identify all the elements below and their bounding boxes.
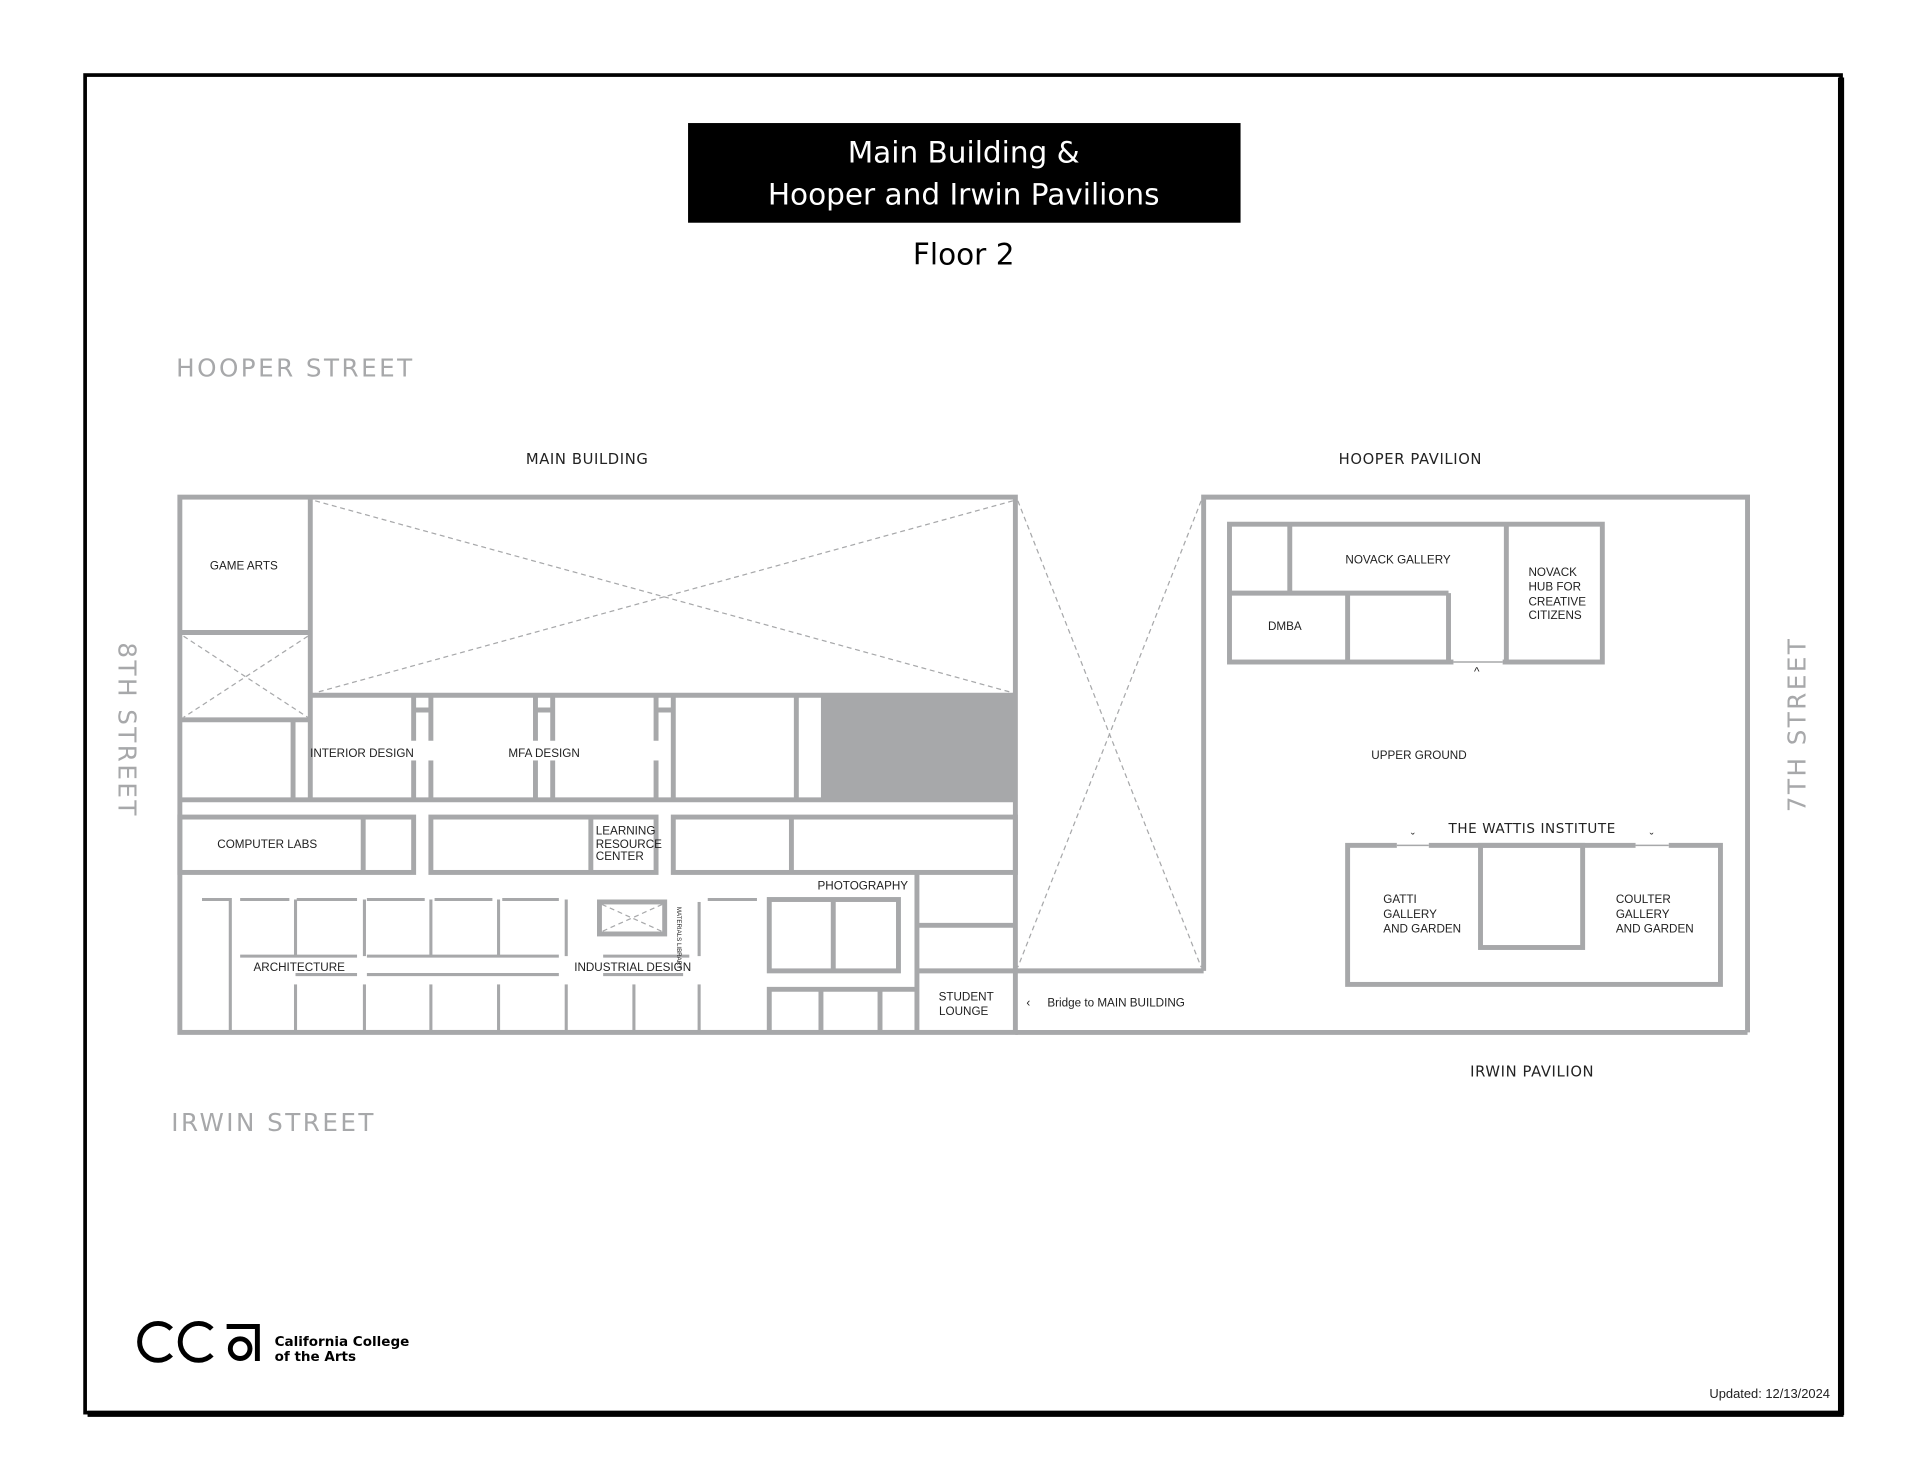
- street-irwin: IRWIN STREET: [171, 1108, 376, 1137]
- room-computer-labs[interactable]: COMPUTER LABS: [217, 838, 317, 851]
- floor-label: Floor 2: [913, 238, 1015, 272]
- room-novack-hub-3[interactable]: CREATIVE: [1528, 595, 1586, 608]
- street-hooper: HOOPER STREET: [176, 354, 414, 383]
- door-arrow-icon: ˇ: [1411, 832, 1415, 845]
- room-upper-ground[interactable]: UPPER GROUND: [1371, 749, 1466, 762]
- bridge-link[interactable]: Bridge to MAIN BUILDING: [1047, 997, 1185, 1010]
- room-lrc-3[interactable]: CENTER: [596, 850, 644, 863]
- building-main: MAIN BUILDING: [526, 451, 649, 468]
- room-mfa-design[interactable]: MFA DESIGN: [508, 747, 579, 760]
- room-lrc-2[interactable]: RESOURCE: [596, 838, 662, 851]
- cca-logo: California College of the Arts: [137, 1320, 410, 1365]
- main-building-plan: [177, 494, 1748, 1035]
- room-dmba[interactable]: DMBA: [1268, 620, 1302, 633]
- hooper-pavilion-plan: [1201, 494, 1750, 1033]
- room-student-lounge-1[interactable]: STUDENT: [939, 990, 994, 1003]
- room-interior-design[interactable]: INTERIOR DESIGN: [310, 747, 414, 760]
- room-industrial-design[interactable]: INDUSTRIAL DESIGN: [574, 961, 691, 974]
- title-line-1: Main Building &: [848, 135, 1080, 169]
- logo-name-1: California College: [275, 1334, 410, 1350]
- chevron-left-icon: ‹: [1026, 997, 1030, 1010]
- updated-date: Updated: 12/13/2024: [1709, 1386, 1830, 1401]
- door-arrow-icon: ^: [1474, 666, 1480, 679]
- room-architecture[interactable]: ARCHITECTURE: [253, 961, 345, 974]
- room-lrc-1[interactable]: LEARNING: [596, 824, 656, 837]
- room-novack-hub-2[interactable]: HUB FOR: [1528, 581, 1581, 594]
- room-coulter-2[interactable]: GALLERY: [1616, 908, 1670, 921]
- room-coulter-3[interactable]: AND GARDEN: [1616, 923, 1694, 936]
- door-arrow-icon: ˇ: [1650, 832, 1654, 845]
- bridge-void: [1017, 500, 1202, 968]
- restricted-area: [820, 695, 1016, 800]
- room-gatti-1[interactable]: GATTI: [1383, 893, 1417, 906]
- building-hooper: HOOPER PAVILION: [1339, 451, 1482, 468]
- room-materials-library[interactable]: MATERIALS LIBRARY: [675, 907, 682, 969]
- room-labels: GAME ARTS INTERIOR DESIGN MFA DESIGN COM…: [210, 554, 1694, 1019]
- page-frame: [83, 73, 1845, 1417]
- street-8th: 8TH STREET: [112, 642, 141, 818]
- logo-name-2: of the Arts: [275, 1349, 356, 1365]
- room-novack-gallery[interactable]: NOVACK GALLERY: [1345, 554, 1451, 567]
- room-gatti-3[interactable]: AND GARDEN: [1383, 923, 1461, 936]
- room-novack-hub-4[interactable]: CITIZENS: [1528, 609, 1581, 622]
- room-coulter-1[interactable]: COULTER: [1616, 893, 1671, 906]
- building-irwin: IRWIN PAVILION: [1470, 1064, 1594, 1081]
- street-7th: 7TH STREET: [1782, 637, 1811, 813]
- room-photography[interactable]: PHOTOGRAPHY: [817, 880, 908, 893]
- room-game-arts[interactable]: GAME ARTS: [210, 560, 278, 573]
- title-banner: [688, 123, 1241, 223]
- room-novack-hub-1[interactable]: NOVACK: [1528, 566, 1577, 579]
- room-gatti-2[interactable]: GALLERY: [1383, 908, 1437, 921]
- room-wattis[interactable]: THE WATTIS INSTITUTE: [1447, 821, 1615, 837]
- room-student-lounge-2[interactable]: LOUNGE: [939, 1005, 989, 1018]
- title-line-2: Hooper and Irwin Pavilions: [768, 177, 1160, 211]
